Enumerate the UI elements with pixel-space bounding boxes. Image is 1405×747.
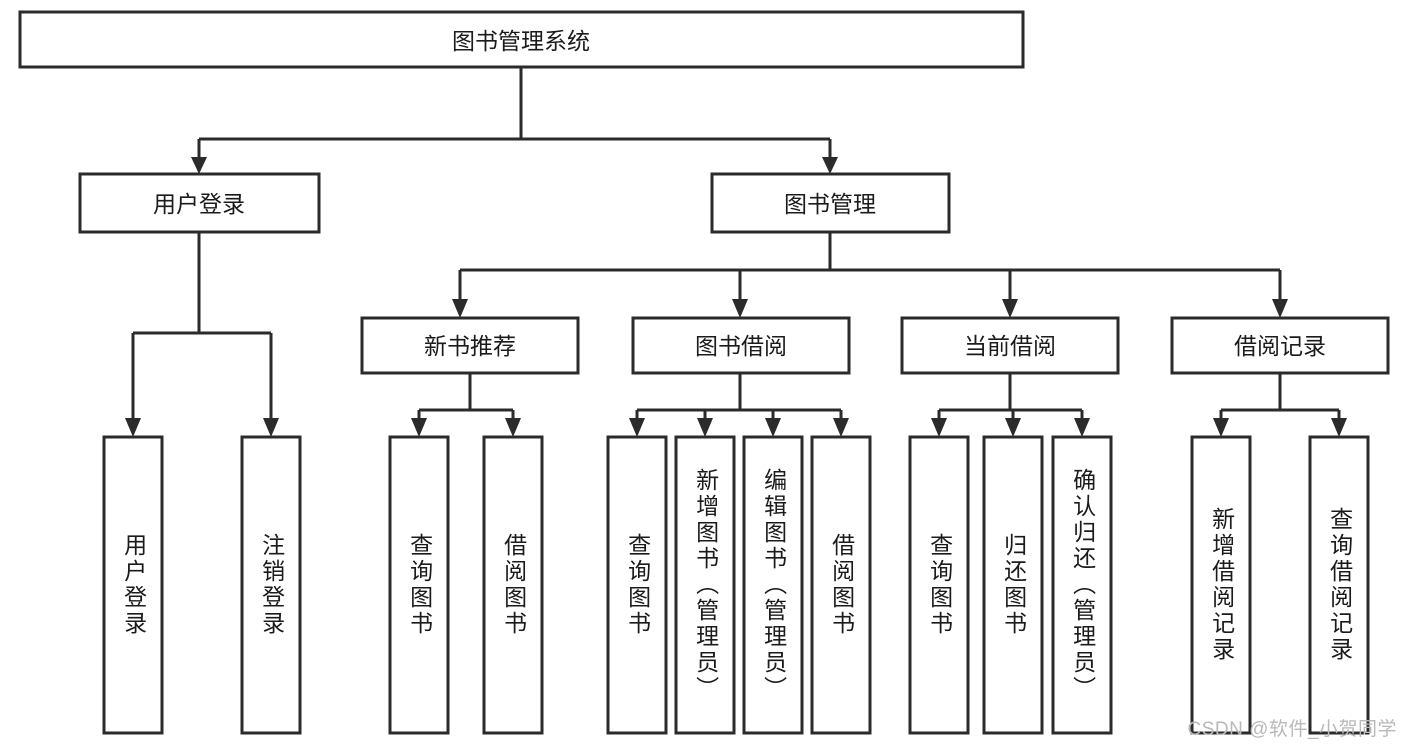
arrow-head-leaf-add-borrow-record bbox=[1213, 418, 1229, 437]
connector-group-new-book-recommend bbox=[411, 373, 521, 437]
arrow-head-leaf-edit-book-admin bbox=[765, 418, 781, 437]
node-leaf-return-book-box[interactable] bbox=[982, 435, 1044, 735]
connector-group-root bbox=[191, 67, 838, 174]
node-new-book-recommend-box[interactable] bbox=[360, 316, 580, 375]
arrow-head-borrow-records bbox=[1272, 299, 1288, 318]
node-leaf-user-login-box[interactable] bbox=[102, 435, 164, 735]
arrow-head-book-borrow bbox=[732, 299, 748, 318]
node-new-book-recommend[interactable]: 新书推荐 bbox=[360, 316, 580, 375]
connector-group-book-borrow bbox=[629, 373, 849, 437]
node-leaf-query-borrow-record-box[interactable] bbox=[1308, 435, 1370, 735]
arrow-head-leaf-query-book-current bbox=[931, 418, 947, 437]
node-user-login-box[interactable] bbox=[78, 172, 321, 234]
node-book-borrow-label: 图书借阅 bbox=[695, 333, 787, 359]
arrow-head-leaf-query-book-borrow bbox=[629, 418, 645, 437]
node-user-login-label: 用户登录 bbox=[153, 191, 245, 217]
node-borrow-records[interactable]: 借阅记录 bbox=[1170, 316, 1390, 375]
node-leaf-query-book-current-box[interactable] bbox=[908, 435, 970, 735]
node-current-borrow-box[interactable] bbox=[900, 316, 1120, 375]
node-leaf-confirm-return-admin-box[interactable] bbox=[1051, 435, 1113, 735]
node-leaf-logout-login-box[interactable] bbox=[240, 435, 302, 735]
leaf-boxes bbox=[102, 435, 1370, 735]
arrow-head-leaf-user-login bbox=[125, 418, 141, 437]
node-current-borrow-label: 当前借阅 bbox=[964, 333, 1056, 359]
node-root[interactable]: 图书管理系统 bbox=[18, 10, 1025, 69]
node-leaf-add-borrow-record-box[interactable] bbox=[1190, 435, 1252, 735]
arrow-head-leaf-logout-login bbox=[263, 418, 279, 437]
csdn-watermark: CSDN @软件_小贺同学 bbox=[1187, 719, 1397, 740]
node-leaf-borrow-book-box[interactable] bbox=[810, 435, 872, 735]
node-leaf-query-book-recommend-box[interactable] bbox=[388, 435, 450, 735]
node-borrow-records-box[interactable] bbox=[1170, 316, 1390, 375]
connector-group-book-management bbox=[452, 232, 1288, 318]
arrow-head-leaf-borrow-book bbox=[833, 418, 849, 437]
node-leaf-edit-book-admin-box[interactable] bbox=[742, 435, 804, 735]
node-borrow-records-label: 借阅记录 bbox=[1234, 333, 1326, 359]
arrow-head-leaf-confirm-return-admin bbox=[1074, 418, 1090, 437]
node-leaf-borrow-book-recommend-box[interactable] bbox=[482, 435, 544, 735]
node-book-management-box[interactable] bbox=[710, 172, 951, 234]
arrow-head-new-book-recommend bbox=[452, 299, 468, 318]
node-book-management-label: 图书管理 bbox=[784, 191, 876, 217]
arrow-head-leaf-query-borrow-record bbox=[1331, 418, 1347, 437]
node-book-management[interactable]: 图书管理 bbox=[710, 172, 951, 234]
node-root-label: 图书管理系统 bbox=[452, 28, 590, 54]
node-user-login[interactable]: 用户登录 bbox=[78, 172, 321, 234]
arrow-head-leaf-add-book-admin bbox=[697, 418, 713, 437]
arrow-head-leaf-return-book bbox=[1005, 418, 1021, 437]
node-current-borrow[interactable]: 当前借阅 bbox=[900, 316, 1120, 375]
node-new-book-recommend-label: 新书推荐 bbox=[424, 333, 516, 359]
arrow-head-book-management bbox=[822, 157, 838, 174]
node-leaf-add-book-admin-box[interactable] bbox=[674, 435, 736, 735]
arrow-head-leaf-query-book-recommend bbox=[411, 418, 427, 437]
node-root-box[interactable] bbox=[18, 10, 1025, 69]
arrow-head-leaf-borrow-book-recommend bbox=[505, 418, 521, 437]
arrow-head-current-borrow bbox=[1002, 299, 1018, 318]
connector-group-current-borrow bbox=[931, 373, 1090, 437]
arrow-head-user-login bbox=[191, 157, 207, 174]
node-leaf-query-book-borrow-box[interactable] bbox=[606, 435, 668, 735]
connector-group-borrow-records bbox=[1213, 373, 1347, 437]
node-book-borrow[interactable]: 图书借阅 bbox=[631, 316, 851, 375]
node-book-borrow-box[interactable] bbox=[631, 316, 851, 375]
connector-group-user-login bbox=[125, 232, 279, 437]
